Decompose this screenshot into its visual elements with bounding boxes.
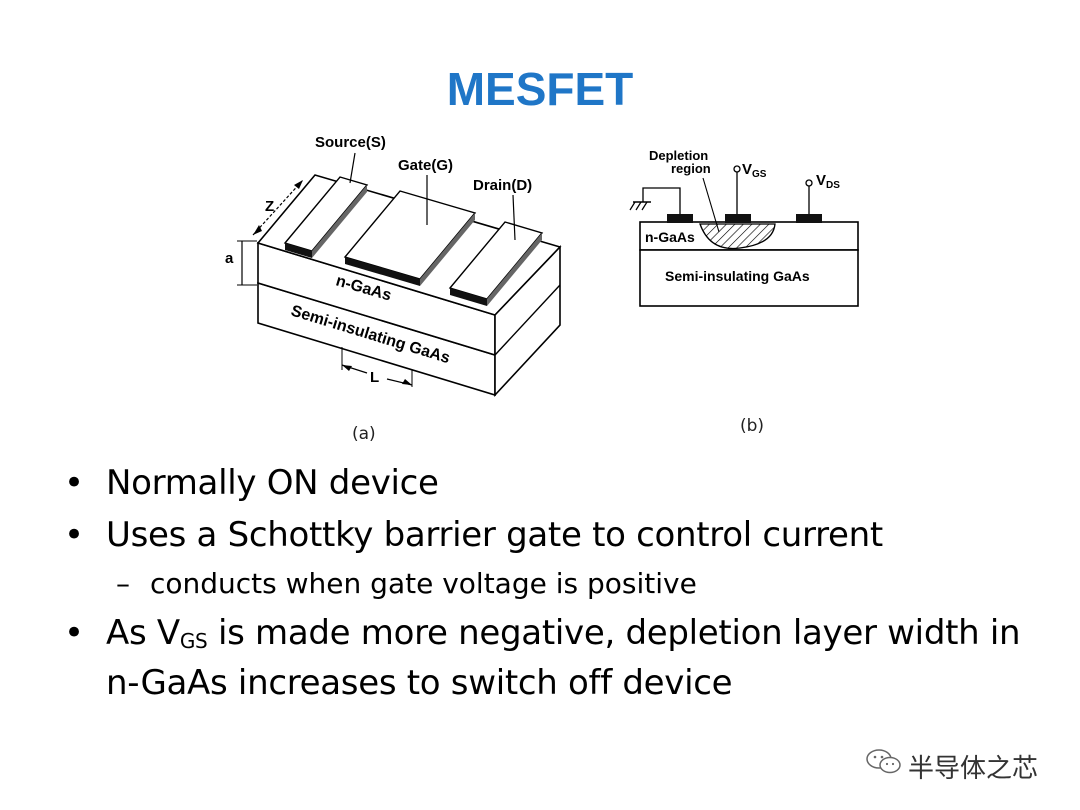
z-dimension-label: Z	[265, 198, 274, 215]
bullet-dot: •	[64, 613, 84, 653]
drain-contact	[796, 214, 822, 223]
bullet-schottky-gate: • Uses a Schottky barrier gate to contro…	[60, 514, 1050, 556]
wechat-icon	[866, 749, 901, 774]
mesfet-3d-diagram: Source(S) Gate(G) Drain(D) Z a n-GaAs Se…	[225, 134, 562, 398]
vds-terminal	[805, 179, 813, 187]
gate-contact	[725, 214, 751, 223]
sub-bullet-text: conducts when gate voltage is positive	[150, 567, 697, 600]
depletion-label-line2: region	[671, 161, 711, 176]
figure-a-caption: (a)	[352, 424, 376, 444]
substrate-layer	[639, 249, 859, 307]
gate-label: Gate(G)	[398, 157, 453, 174]
drain-contact	[448, 221, 544, 306]
sub-bullet-conducts: – conducts when gate voltage is positive	[60, 566, 1050, 602]
bullet-text: As VGS is made more negative, depletion …	[106, 613, 1021, 703]
figure-b-caption: (b)	[740, 416, 765, 436]
vgs-terminal	[733, 165, 741, 173]
sub-bullet-dash: –	[116, 567, 130, 600]
bullet-normally-on: • Normally ON device	[60, 462, 1050, 504]
n-gaas-label: n-GaAs	[645, 229, 695, 245]
source-contact	[667, 214, 693, 223]
depletion-label-line1: Depletion	[649, 148, 708, 163]
bullet-text: Normally ON device	[106, 463, 439, 503]
bullet-text: Uses a Schottky barrier gate to control …	[106, 515, 883, 555]
bullet-vgs-negative: • As VGS is made more negative, depletio…	[60, 612, 1050, 704]
bullet-list: • Normally ON device • Uses a Schottky b…	[60, 462, 1050, 714]
l-dimension-label: L	[370, 369, 379, 386]
source-label: Source(S)	[315, 134, 386, 151]
bullet-dot: •	[64, 515, 84, 555]
drain-label: Drain(D)	[473, 177, 532, 194]
vds-label: VDS	[816, 172, 840, 191]
substrate-label: Semi-insulating GaAs	[665, 268, 810, 284]
source-contact	[283, 176, 369, 258]
bullet-dot: •	[64, 463, 84, 503]
watermark-text: 半导体之芯	[908, 754, 1039, 784]
mesfet-cross-section-diagram: Depletion region VGS VDS n-GaAs Semi-ins…	[629, 148, 859, 307]
vgs-label: VGS	[742, 161, 767, 180]
ground-icon	[629, 187, 681, 214]
gate-contact	[343, 190, 477, 286]
slide-title: MESFET	[446, 63, 634, 115]
a-dimension-label: a	[225, 250, 234, 267]
